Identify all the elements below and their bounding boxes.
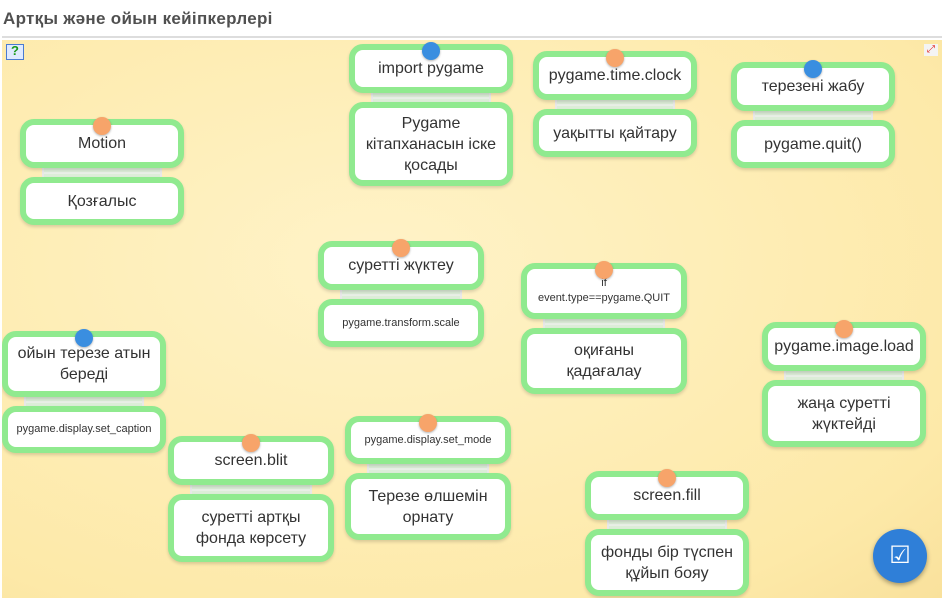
tape xyxy=(753,111,873,120)
card-bottom[interactable]: уақытты қайтару xyxy=(533,109,697,157)
card-pair[interactable]: screen.fill фонды бір түспен құйып бояу xyxy=(585,469,749,596)
card-text: pygame.display.set_mode xyxy=(364,433,492,446)
page-title: Артқы және ойын кейіпкерлері xyxy=(3,9,273,28)
card-top[interactable]: ойын терезе атын береді xyxy=(2,329,166,397)
card-top[interactable]: Motion xyxy=(20,117,184,168)
card-text: суретті жүктеу xyxy=(348,257,454,274)
tape xyxy=(367,464,489,473)
card-text: if event.type==pygame.QUIT xyxy=(537,277,671,304)
help-icon[interactable]: ? xyxy=(6,44,24,60)
tape xyxy=(543,319,665,328)
pin-icon xyxy=(804,60,822,78)
pin-icon xyxy=(392,239,410,257)
game-board: ? ⤢ Motion Қозғалыс import pygame Pygame… xyxy=(2,40,942,598)
tape xyxy=(190,485,312,494)
card-text: pygame.image.load xyxy=(774,338,914,355)
tape xyxy=(784,371,904,380)
card-text: оқиғаны қадағалау xyxy=(566,342,642,380)
pin-icon xyxy=(835,320,853,338)
card-pair[interactable]: pygame.display.set_mode Терезе өлшемін о… xyxy=(345,414,511,540)
card-top[interactable]: import pygame xyxy=(349,42,513,93)
card-top[interactable]: screen.blit xyxy=(168,434,334,485)
tape xyxy=(340,290,462,299)
card-text: pygame.transform.scale xyxy=(342,316,460,329)
card-pair[interactable]: import pygame Pygame кітапханасын іске қ… xyxy=(349,42,513,186)
pin-icon xyxy=(93,117,111,135)
card-top[interactable]: суретті жүктеу xyxy=(318,239,484,290)
card-top[interactable]: pygame.image.load xyxy=(762,320,926,371)
card-text: Motion xyxy=(77,135,127,152)
check-icon[interactable]: ☑ xyxy=(873,529,927,583)
card-bottom[interactable]: суретті артқы фонда көрсету xyxy=(168,494,334,562)
card-pair[interactable]: ойын терезе атын береді pygame.display.s… xyxy=(2,329,166,453)
card-bottom[interactable]: Pygame кітапханасын іске қосады xyxy=(349,102,513,186)
card-top[interactable]: pygame.time.clock xyxy=(533,49,697,100)
card-pair[interactable]: screen.blit суретті артқы фонда көрсету xyxy=(168,434,334,562)
card-pair[interactable]: if event.type==pygame.QUIT оқиғаны қадағ… xyxy=(521,261,687,394)
card-top[interactable]: pygame.display.set_mode xyxy=(345,414,511,464)
fullscreen-icon[interactable]: ⤢ xyxy=(924,44,938,56)
card-text: pygame.time.clock xyxy=(548,67,682,84)
card-bottom[interactable]: pygame.display.set_caption xyxy=(2,406,166,453)
card-pair[interactable]: Motion Қозғалыс xyxy=(20,117,184,225)
card-top[interactable]: терезені жабу xyxy=(731,60,895,111)
card-text: жаңа суретті жүктейді xyxy=(797,394,891,433)
tape xyxy=(24,397,144,406)
card-pair[interactable]: pygame.time.clock уақытты қайтару xyxy=(533,49,697,157)
pin-icon xyxy=(595,261,613,279)
card-text: Қозғалыс xyxy=(67,192,137,210)
card-text: import pygame xyxy=(378,60,484,77)
card-text: Терезе өлшемін орнату xyxy=(368,487,488,526)
card-bottom[interactable]: оқиғаны қадағалау xyxy=(521,328,687,394)
card-bottom[interactable]: pygame.transform.scale xyxy=(318,299,484,347)
card-text: pygame.quit() xyxy=(764,135,862,153)
card-text: ойын терезе атын береді xyxy=(17,345,151,383)
divider xyxy=(2,36,942,38)
tape xyxy=(42,168,162,177)
card-top[interactable]: if event.type==pygame.QUIT xyxy=(521,261,687,319)
tape xyxy=(555,100,675,109)
card-bottom[interactable]: фонды бір түспен құйып бояу xyxy=(585,529,749,596)
card-text: суретті артқы фонда көрсету xyxy=(195,509,307,547)
card-text: фонды бір түспен құйып бояу xyxy=(601,543,733,582)
card-text: Pygame кітапханасын іске қосады xyxy=(365,114,497,174)
card-pair[interactable]: суретті жүктеу pygame.transform.scale xyxy=(318,239,484,347)
tape xyxy=(607,520,727,529)
pin-icon xyxy=(75,329,93,347)
pin-icon xyxy=(658,469,676,487)
card-bottom[interactable]: Қозғалыс xyxy=(20,177,184,225)
pin-icon xyxy=(242,434,260,452)
pin-icon xyxy=(606,49,624,67)
card-text: уақытты қайтару xyxy=(553,124,677,142)
card-pair[interactable]: pygame.image.load жаңа суретті жүктейді xyxy=(762,320,926,447)
tape xyxy=(371,93,491,102)
pin-icon xyxy=(422,42,440,60)
card-text: pygame.display.set_caption xyxy=(16,423,152,435)
card-bottom[interactable]: pygame.quit() xyxy=(731,120,895,168)
card-bottom[interactable]: Терезе өлшемін орнату xyxy=(345,473,511,540)
card-bottom[interactable]: жаңа суретті жүктейді xyxy=(762,380,926,447)
card-text: screen.fill xyxy=(633,487,701,504)
pin-icon xyxy=(419,414,437,432)
card-text: screen.blit xyxy=(214,452,288,469)
card-top[interactable]: screen.fill xyxy=(585,469,749,520)
card-text: терезені жабу xyxy=(761,78,865,95)
card-pair[interactable]: терезені жабу pygame.quit() xyxy=(731,60,895,168)
